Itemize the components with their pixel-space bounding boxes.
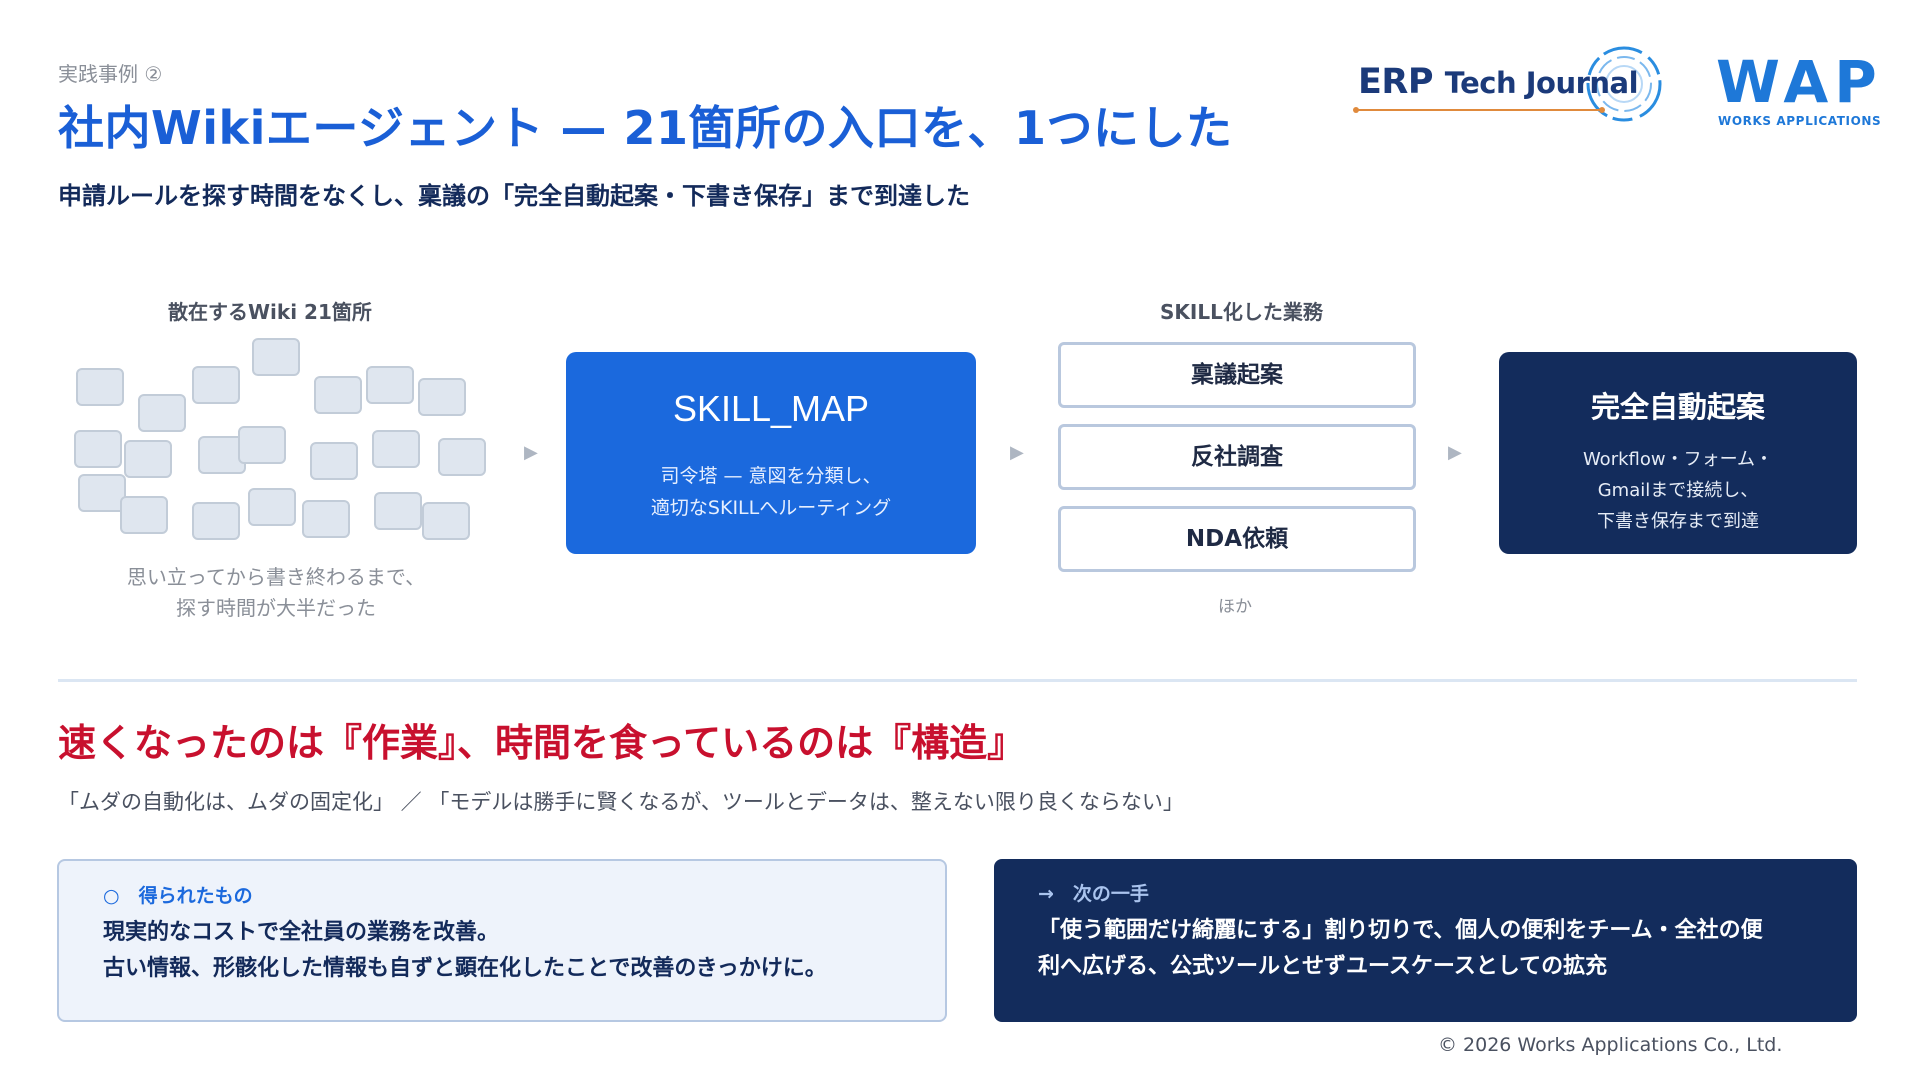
caption-line: 探す時間が大半だった	[176, 596, 376, 620]
wiki-card	[366, 366, 414, 404]
wiki-card	[310, 442, 358, 480]
copyright: © 2026 Works Applications Co., Ltd.	[1438, 1034, 1783, 1056]
section-eyebrow: 実践事例 ②	[58, 62, 163, 86]
skill-map-description: 司令塔 — 意図を分類し、 適切なSKILLへルーティング	[566, 460, 976, 524]
flow-arrow-icon: ▶	[1448, 442, 1462, 463]
quote-line: 「ムダの自動化は、ムダの固定化」 ／ 「モデルは勝手に賢くなるが、ツールとデータ…	[58, 790, 1184, 814]
wiki-card	[248, 488, 296, 526]
slide-title: 社内Wikiエージェント — 21箇所の入口を、1つにした	[58, 101, 1233, 155]
task-antisocial-check: 反社調査	[1058, 424, 1416, 490]
next-step-heading: → 次の一手	[1038, 883, 1149, 905]
erp-brand-text: ERP	[1358, 62, 1434, 102]
gained-line: 現実的なコストで全社員の業務を改善。	[103, 920, 500, 945]
skill-map-box: SKILL_MAP 司令塔 — 意図を分類し、 適切なSKILLへルーティング	[566, 352, 976, 554]
skill-map-desc-line: 司令塔 — 意図を分類し、	[660, 465, 882, 487]
skill-map-desc-line: 適切なSKILLへルーティング	[650, 497, 892, 519]
next-step-line: 利へ広げる、公式ツールとせずユースケースとしての拡充	[1038, 954, 1608, 979]
flow-arrow-icon: ▶	[524, 442, 538, 463]
skill-map-title: SKILL_MAP	[672, 388, 870, 429]
gained-card-body: 現実的なコストで全社員の業務を改善。 古い情報、形骸化した情報も自ずと顕在化した…	[103, 915, 827, 987]
wiki-card	[238, 426, 286, 464]
wiki-card	[418, 378, 466, 416]
final-description: Workflow・フォーム・ Gmailまで接続し、 下書き保存まで到達	[1499, 444, 1857, 537]
next-step-body: 「使う範囲だけ綺麗にする」割り切りで、個人の便利をチーム・全社の便 利へ広げる、…	[1038, 913, 1763, 985]
slide-subtitle: 申請ルールを探す時間をなくし、稟議の「完全自動起案・下書き保存」まで到達した	[58, 182, 970, 210]
wiki-card	[120, 496, 168, 534]
scattered-wiki-caption: 思い立ってから書き終わるまで、 探す時間が大半だった	[100, 562, 452, 624]
final-desc-line: Workflow・フォーム・	[1582, 449, 1774, 470]
next-step-line: 「使う範囲だけ綺麗にする」割り切りで、個人の便利をチーム・全社の便	[1038, 918, 1763, 943]
gained-card: ○ 得られたもの 現実的なコストで全社員の業務を改善。 古い情報、形骸化した情報…	[57, 859, 947, 1022]
caption-line: 思い立ってから書き終わるまで、	[126, 565, 426, 589]
task-nda-request: NDA依頼	[1058, 506, 1416, 572]
wiki-card	[422, 502, 470, 540]
final-desc-line: 下書き保存まで到達	[1597, 511, 1759, 532]
tasks-more-label: ほか	[1218, 597, 1252, 617]
wiki-card	[192, 502, 240, 540]
skill-tasks-label: SKILL化した業務	[1160, 300, 1323, 324]
wiki-card	[76, 368, 124, 406]
key-insight-headline: 速くなったのは『作業』、時間を食っているのは『構造』	[58, 721, 1026, 765]
section-divider	[58, 679, 1857, 682]
erp-journal-text: Tech Journal	[1444, 66, 1639, 100]
task-ringi: 稟議起案	[1058, 342, 1416, 408]
scattered-wiki-label: 散在するWiki 21箇所	[168, 300, 372, 324]
wiki-card	[138, 394, 186, 432]
wap-logo: WAP	[1716, 48, 1883, 116]
wiki-card	[78, 474, 126, 512]
flow-arrow-icon: ▶	[1010, 442, 1024, 463]
wiki-card	[124, 440, 172, 478]
wiki-card	[252, 338, 300, 376]
wiki-card	[372, 430, 420, 468]
full-auto-drafting-box: 完全自動起案 Workflow・フォーム・ Gmailまで接続し、 下書き保存ま…	[1499, 352, 1857, 554]
final-title: 完全自動起案	[1590, 390, 1765, 424]
wiki-card	[74, 430, 122, 468]
wiki-card	[314, 376, 362, 414]
erp-tech-journal-logo: ERP Tech Journal	[1352, 40, 1682, 132]
wiki-card	[192, 366, 240, 404]
wiki-card	[374, 492, 422, 530]
gained-line: 古い情報、形骸化した情報も自ずと顕在化したことで改善のきっかけに。	[103, 956, 827, 981]
wiki-card	[438, 438, 486, 476]
wiki-card	[302, 500, 350, 538]
gained-card-heading: ○ 得られたもの	[103, 885, 253, 907]
next-step-card: → 次の一手 「使う範囲だけ綺麗にする」割り切りで、個人の便利をチーム・全社の便…	[994, 859, 1857, 1022]
final-desc-line: Gmailまで接続し、	[1597, 480, 1759, 501]
wap-logo-subtext: WORKS APPLICATIONS	[1718, 114, 1882, 128]
